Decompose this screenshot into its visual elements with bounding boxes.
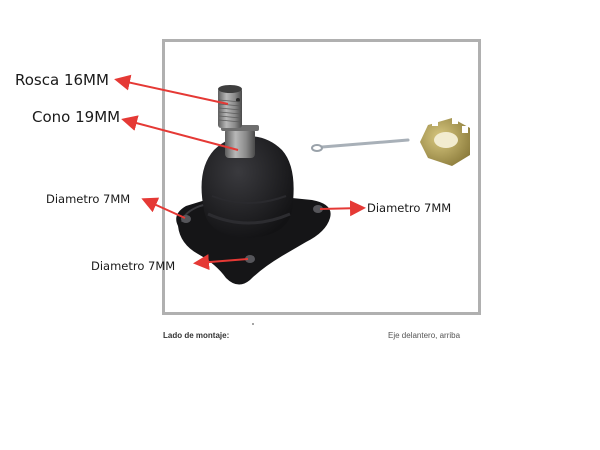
mount-hole-bottom — [245, 255, 255, 263]
ball-joint-stud — [218, 85, 259, 158]
stray-dot — [252, 323, 254, 325]
ball-joint-boot — [201, 136, 294, 238]
label-cono: Cono 19MM — [32, 108, 121, 126]
arrow-rosca — [114, 74, 229, 105]
cotter-pin — [311, 138, 410, 152]
annotation-arrows — [114, 74, 366, 271]
arrow-cono — [121, 115, 239, 151]
arrow-diametro-right — [319, 200, 366, 217]
castle-nut — [420, 116, 470, 166]
spec-value-mounting-side: Eje delantero, arriba — [388, 331, 461, 340]
spec-key-mounting-side: Lado de montaje: — [163, 331, 230, 340]
label-rosca: Rosca 16MM — [15, 71, 109, 89]
label-diametro-left: Diametro 7MM — [46, 192, 131, 206]
label-diametro-right: Diametro 7MM — [367, 201, 452, 215]
label-diametro-bottom: Diametro 7MM — [91, 259, 176, 273]
mount-hole-right — [313, 205, 323, 213]
arrow-diametro-bottom — [193, 254, 249, 271]
arrow-diametro-left — [141, 197, 186, 219]
